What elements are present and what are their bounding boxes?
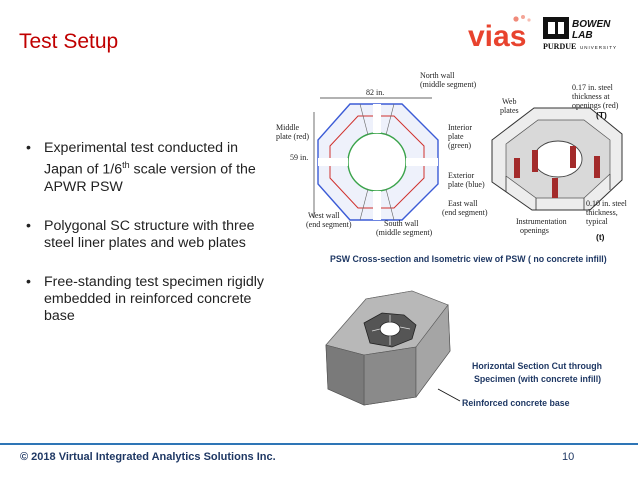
lab-text: LAB xyxy=(572,30,593,41)
instrumentation-label-1: Instrumentation xyxy=(516,217,567,226)
bullet-list: Experimental test conducted in Japan of … xyxy=(26,140,276,347)
west-wall-label: West wall xyxy=(308,211,340,220)
instrumentation-label-2: openings xyxy=(520,226,549,235)
psw-figure-caption: PSW Cross-section and Isometric view of … xyxy=(330,254,607,264)
base-leader-line xyxy=(437,388,461,402)
dim-width-label: 82 in. xyxy=(366,88,384,97)
vias-logo: vias xyxy=(466,14,538,53)
bullet-text: Experimental test conducted in Japan of … xyxy=(44,140,239,178)
slide-title: Test Setup xyxy=(19,30,119,53)
south-wall-sub-label: (middle segment) xyxy=(376,228,433,237)
purdue-text: PURDUE xyxy=(543,42,576,51)
west-wall-sub-label: (end segment) xyxy=(306,220,352,229)
north-wall-label: North wall xyxy=(420,71,455,80)
vias-logo-text: vias xyxy=(468,20,526,50)
base-caption: Reinforced concrete base xyxy=(462,398,570,408)
steel-010-tag: (t) xyxy=(596,232,605,242)
steel-017-label-1: 0.17 in. steel xyxy=(572,83,614,92)
steel-010-label-1: 0.10 in. steel xyxy=(586,199,628,208)
bullet-superscript: th xyxy=(122,160,130,170)
interior-plate-label-2: plate xyxy=(448,132,464,141)
east-wall-sub-label: (end segment) xyxy=(442,208,488,217)
psw-figure: 82 in. 59 in. Middle plate (red) North w… xyxy=(270,60,638,250)
page-number: 10 xyxy=(562,451,575,463)
steel-017-label-2: thickness at xyxy=(572,92,610,101)
isometric-view xyxy=(491,107,623,211)
university-text: UNIVERSITY xyxy=(580,45,617,50)
interior-plate-label: Interior xyxy=(448,123,472,132)
exterior-plate-label: Exterior xyxy=(448,171,475,180)
section-cut-caption-2: Specimen (with concrete infill) xyxy=(474,374,602,384)
vias-logo-graphic: vias xyxy=(468,15,531,53)
interior-plate-label-3: (green) xyxy=(448,141,471,150)
middle-plate-label: Middle xyxy=(276,123,300,132)
steel-010-label-3: typical xyxy=(586,217,609,226)
bowen-lab-graphic: BOWEN LAB PURDUE UNIVERSITY xyxy=(543,17,617,51)
bullet-text: Free-standing test specimen rigidly embe… xyxy=(44,273,265,324)
psw-figure-graphic: 82 in. 59 in. Middle plate (red) North w… xyxy=(276,71,628,242)
footer-copyright: © 2018 Virtual Integrated Analytics Solu… xyxy=(20,451,276,463)
web-plates-label-2: plates xyxy=(500,106,519,115)
section-cut-caption-1: Horizontal Section Cut through xyxy=(472,361,602,371)
bullet-item: Polygonal SC structure with three steel … xyxy=(26,218,276,252)
bullet-item: Experimental test conducted in Japan of … xyxy=(26,140,276,196)
specimen-top xyxy=(363,312,417,348)
east-wall-label: East wall xyxy=(448,199,478,208)
cross-section-plan xyxy=(317,103,439,221)
bowen-lab-logo: BOWEN LAB PURDUE UNIVERSITY xyxy=(542,14,630,52)
bullet-text-continued: scale version of the APWR PSW xyxy=(44,161,256,195)
concrete-base-graphic xyxy=(325,290,461,406)
south-wall-label: South wall xyxy=(384,219,419,228)
steel-017-label-3: openings (red) xyxy=(572,101,619,110)
north-wall-sub-label: (middle segment) xyxy=(420,80,477,89)
bowen-text: BOWEN xyxy=(572,19,611,30)
middle-plate-sub-label: plate (red) xyxy=(276,132,309,141)
footer-bar xyxy=(0,443,638,480)
steel-017-tag: (T) xyxy=(596,110,607,120)
dim-height-label: 59 in. xyxy=(290,153,308,162)
web-plates-label: Web xyxy=(502,97,516,106)
bullet-text: Polygonal SC structure with three steel … xyxy=(44,217,255,251)
concrete-base-figure xyxy=(320,285,638,415)
bullet-item: Free-standing test specimen rigidly embe… xyxy=(26,274,276,325)
exterior-plate-label-2: plate (blue) xyxy=(448,180,485,189)
steel-010-label-2: thickness, xyxy=(586,208,618,217)
